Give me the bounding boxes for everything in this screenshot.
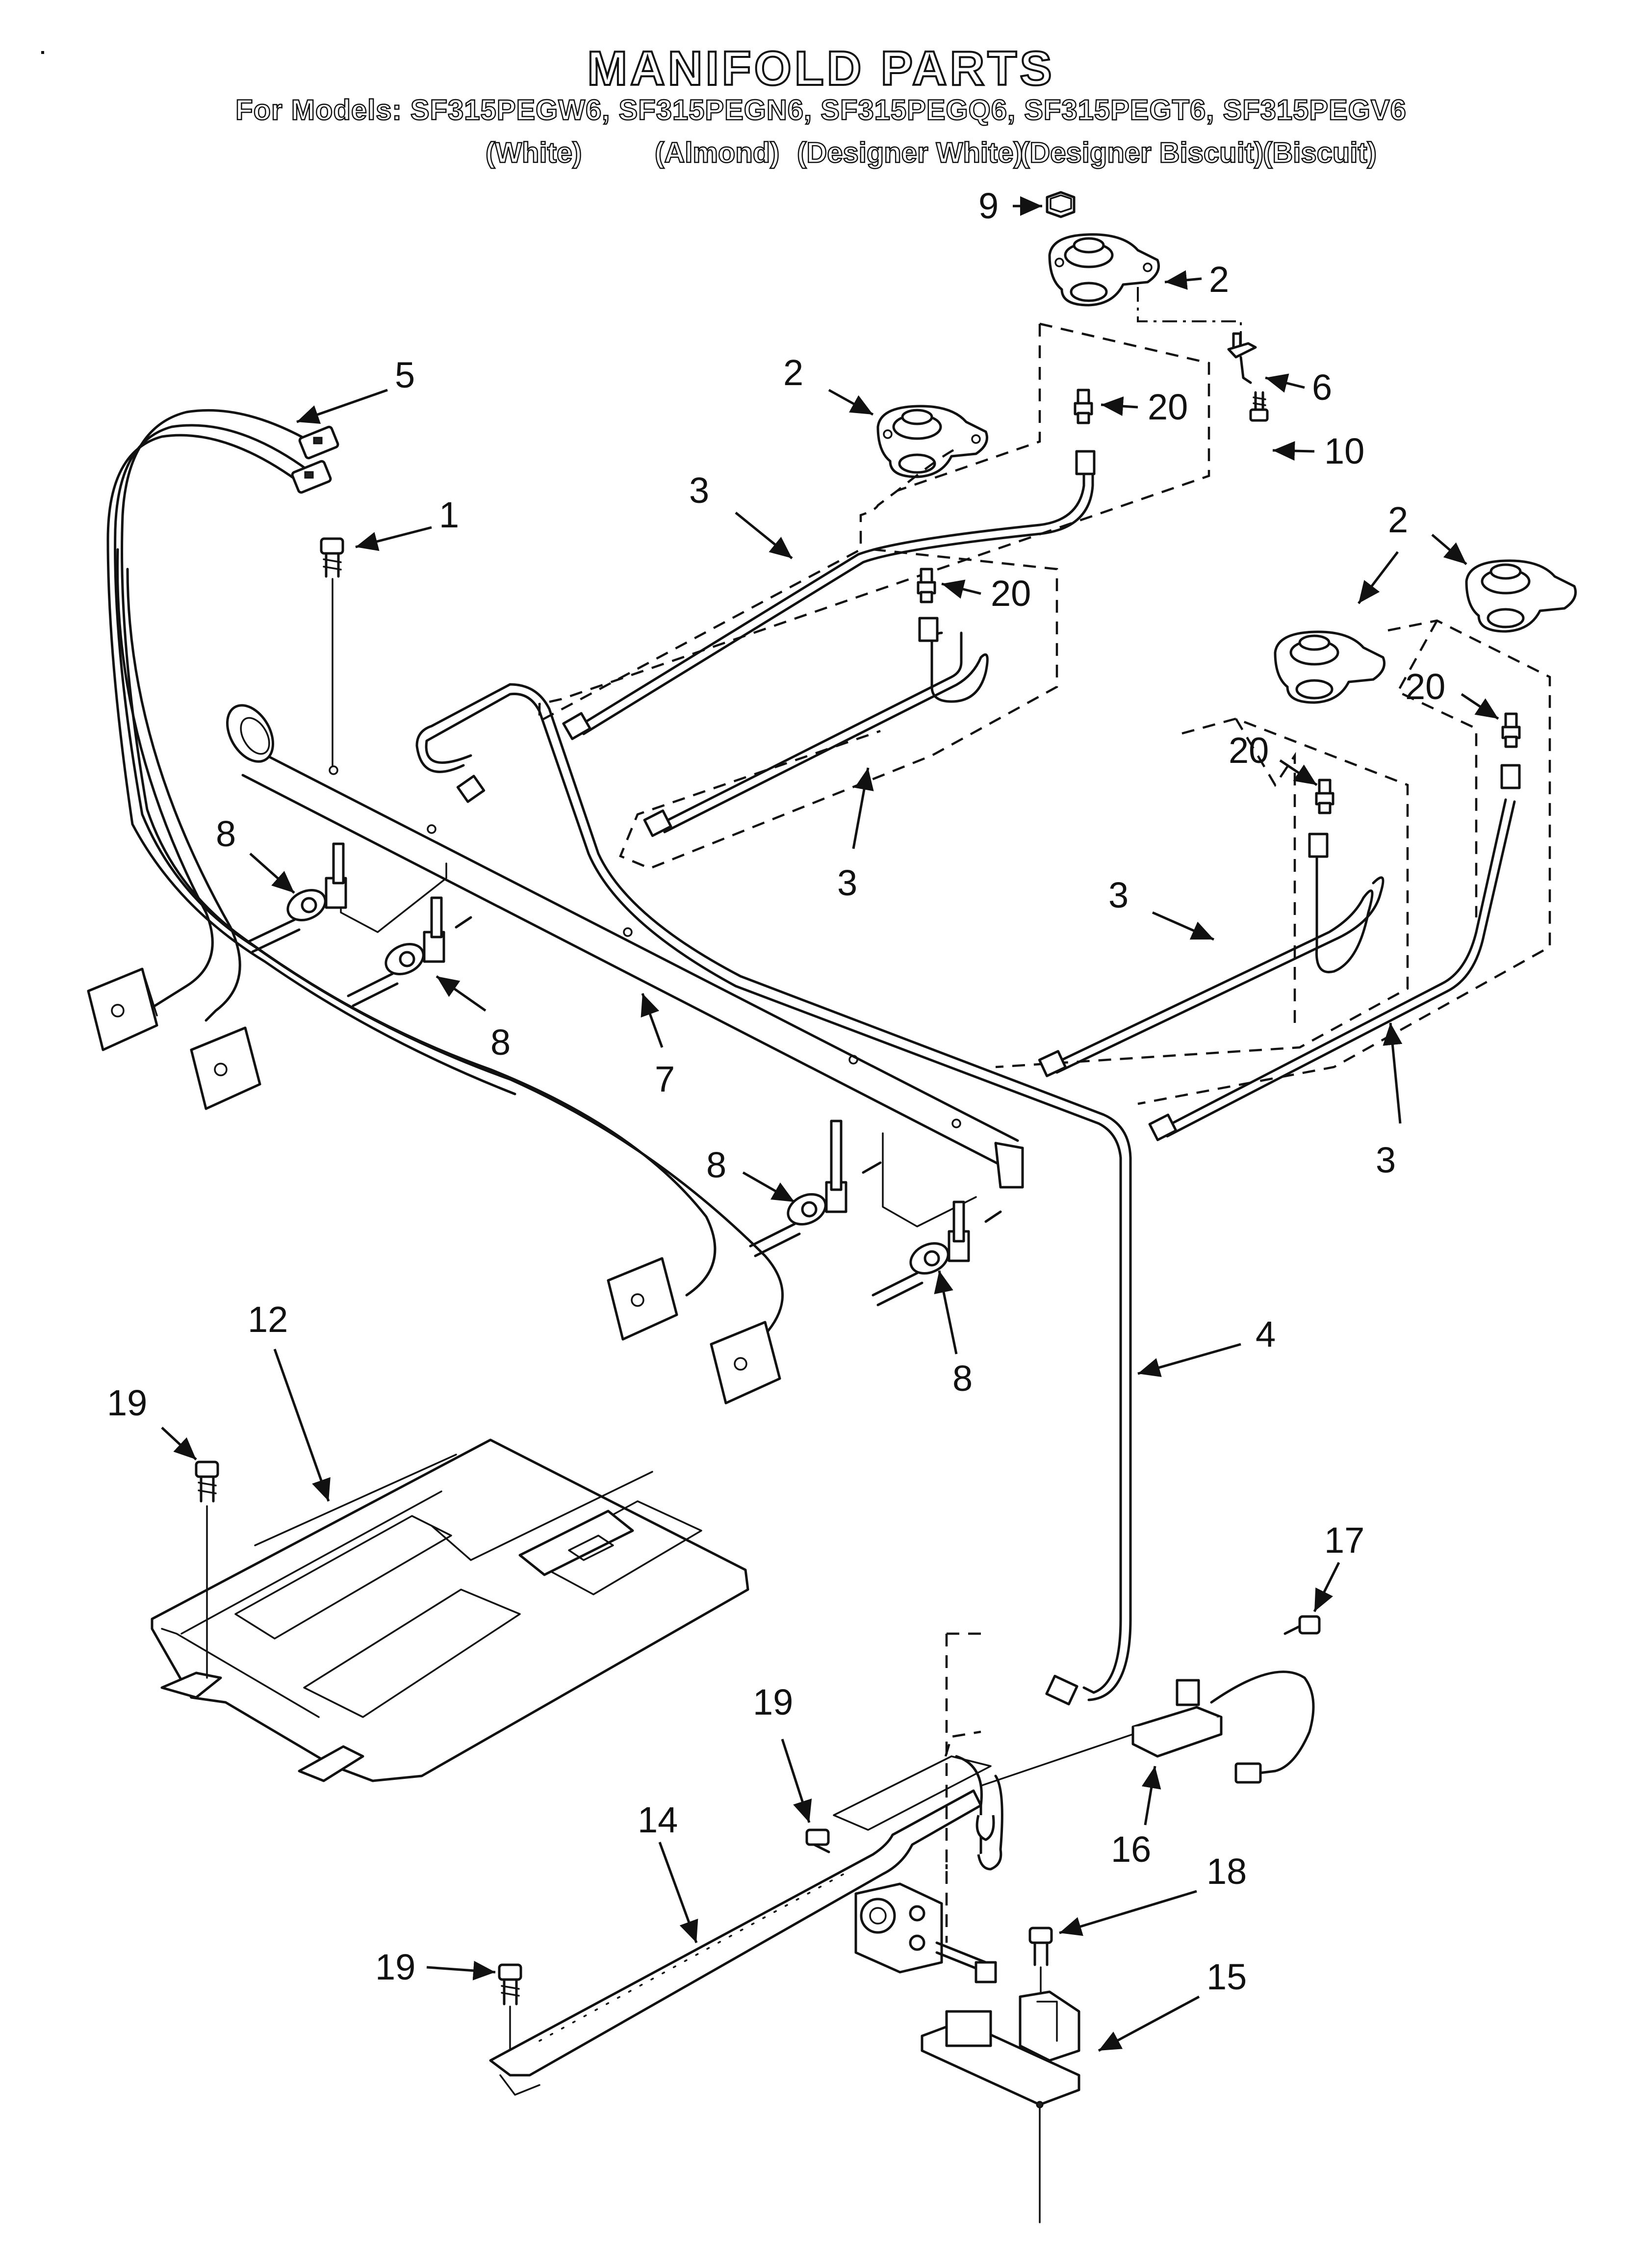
callout-5: 5 <box>395 355 415 395</box>
callout-9: 9 <box>978 185 999 226</box>
dashed-outline-front-left <box>619 548 1058 870</box>
callout-8-a: 8 <box>216 813 236 854</box>
dashed-outline-front-right <box>995 717 1409 1069</box>
wire-harness-part-5 <box>106 409 784 1346</box>
callout-8-c: 8 <box>706 1145 726 1185</box>
burner-base-right-rear <box>1465 559 1577 633</box>
screw-part-10 <box>1249 391 1269 422</box>
screw-part-18 <box>1028 1927 1053 1993</box>
valve-part-8-b <box>347 896 472 1007</box>
color-biscuit: (Biscuit) <box>1262 136 1378 170</box>
burner-tube-rear-left <box>562 450 1096 740</box>
color-almond: (Almond) <box>654 136 780 170</box>
nut-part-9 <box>1046 191 1076 218</box>
burner-base-left <box>876 405 988 478</box>
screw-part-19-b <box>805 1828 830 1853</box>
ignition-switch-d <box>710 1321 781 1405</box>
screw-part-17 <box>1283 1615 1321 1635</box>
color-designer-white: (Designer White) <box>796 136 1024 170</box>
valve-part-8-c <box>749 1120 882 1257</box>
callout-19-b: 19 <box>753 1682 793 1722</box>
callout-20-b: 20 <box>991 573 1031 614</box>
callout-3-a: 3 <box>689 470 709 511</box>
callout-2-left: 2 <box>783 352 803 393</box>
color-designer-biscuit: (Designer Biscuit) <box>1020 136 1264 170</box>
callout-18: 18 <box>1206 1851 1247 1892</box>
callout-labels: 9 2 2 6 20 10 5 1 3 20 2 20 20 8 8 3 3 7… <box>107 185 1445 1997</box>
burner-tube-front-left <box>643 617 989 837</box>
orifice-part-20-c <box>1315 779 1334 814</box>
callout-arrows <box>161 196 1499 2052</box>
ignitor-part-15 <box>921 1990 1080 2223</box>
terminal-block-part-16 <box>980 1670 1315 1787</box>
stray-mark <box>41 51 44 54</box>
screw-part-1 <box>320 537 344 766</box>
callout-3-c: 3 <box>1108 875 1129 915</box>
callout-6: 6 <box>1312 367 1332 408</box>
callout-12: 12 <box>248 1299 288 1340</box>
callout-14: 14 <box>638 1799 678 1840</box>
dashed-outline-rear-right <box>1137 619 1551 1105</box>
page-title: MANIFOLD PARTS <box>586 41 1055 95</box>
callout-19-a: 19 <box>107 1382 147 1423</box>
dashed-outline-rear-right-2 <box>1396 620 1478 917</box>
bake-burner-part-14 <box>489 1730 1003 2096</box>
burner-base-right-front <box>1274 630 1385 704</box>
callout-1: 1 <box>439 495 459 535</box>
screw-part-19-a <box>195 1460 219 1679</box>
callout-17: 17 <box>1324 1520 1364 1561</box>
electrode-part-6 <box>1227 332 1257 384</box>
header: MANIFOLD PARTS For Models: SF315PEGW6, S… <box>0 41 1642 127</box>
callout-8-b: 8 <box>490 1022 511 1063</box>
callout-7: 7 <box>655 1059 675 1099</box>
orifice-part-20-b <box>917 568 936 603</box>
burner-tube-rear-right <box>1148 764 1521 1142</box>
callout-2-top: 2 <box>1209 259 1229 300</box>
callout-15: 15 <box>1206 1956 1247 1997</box>
models-line: For Models: SF315PEGW6, SF315PEGN6, SF31… <box>235 94 1407 127</box>
callout-2-right-b: 2 <box>1388 499 1408 540</box>
ignition-switch-c <box>607 1257 678 1341</box>
valve-part-8-a <box>246 842 347 953</box>
dashed-outline-front-right-2 <box>1235 718 1296 1025</box>
valve-part-8-d <box>872 1200 1002 1306</box>
ignition-switch-b <box>190 1026 261 1110</box>
callout-19-c: 19 <box>375 1947 415 1987</box>
callout-3-b: 3 <box>837 862 857 903</box>
safety-valve-assembly <box>854 1864 997 1983</box>
dashed-outline-rear-left <box>538 322 1210 723</box>
burner-tube-front-right <box>1038 833 1385 1077</box>
burner-base-top <box>1048 233 1160 307</box>
burner-base-plate-part-12 <box>151 1438 749 1782</box>
callout-4: 4 <box>1256 1314 1276 1355</box>
orifice-part-20-a <box>1074 389 1093 424</box>
color-white: (White) <box>485 136 583 170</box>
gas-supply-tube-part-4 <box>415 683 1132 1706</box>
callout-8-d: 8 <box>952 1358 973 1399</box>
ignition-switch-a <box>87 967 158 1051</box>
manifold-pipe-part-7 <box>226 704 1024 1227</box>
callout-20-c: 20 <box>1405 666 1445 707</box>
callout-20-a: 20 <box>1148 387 1188 427</box>
callout-20-d: 20 <box>1229 730 1269 771</box>
orifice-part-20-d <box>1501 712 1521 748</box>
dashed-outline-rear-left-2 <box>897 324 1041 492</box>
screw-part-19-c <box>498 1963 522 2057</box>
callout-3-d: 3 <box>1376 1140 1396 1180</box>
callout-16: 16 <box>1111 1829 1151 1870</box>
callout-10: 10 <box>1324 431 1364 471</box>
